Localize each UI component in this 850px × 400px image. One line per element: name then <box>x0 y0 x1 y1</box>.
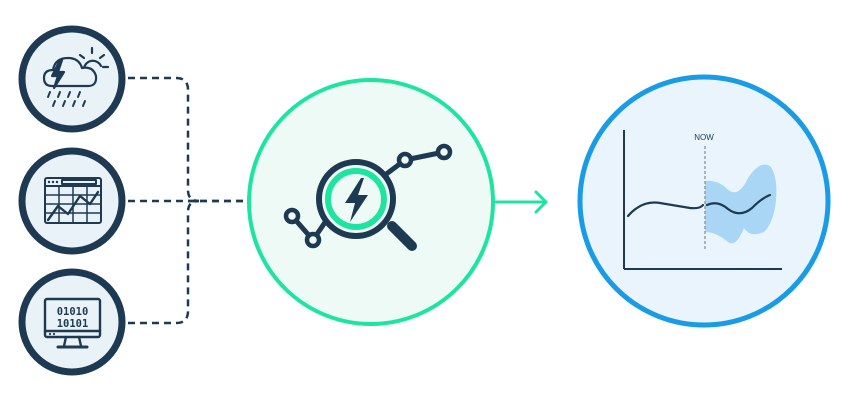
forecast-line <box>705 193 772 215</box>
connector-weather <box>128 76 200 203</box>
forecast-chart-icon <box>623 130 782 270</box>
input-spreadsheet <box>18 147 126 255</box>
binary-line-1: 01010 <box>57 306 89 318</box>
input-binary-data: 01010 10101 <box>18 268 126 376</box>
output-arrow <box>494 190 548 214</box>
spreadsheet-chart-icon <box>44 177 102 224</box>
input-binary-circle <box>18 268 126 376</box>
monitor-binary-icon <box>43 297 102 349</box>
input-weather <box>18 25 126 133</box>
now-label: NOW <box>694 133 714 142</box>
magnifier-lightning-icon <box>283 143 453 251</box>
forecast-confidence-band <box>705 164 777 244</box>
connector-binary <box>128 199 200 325</box>
analysis-engine <box>247 78 495 326</box>
weather-icon <box>42 46 110 107</box>
forecast-output: NOW <box>577 74 831 328</box>
binary-line-2: 10101 <box>57 318 89 330</box>
output-circle <box>577 74 831 328</box>
input-spreadsheet-circle <box>18 147 126 255</box>
history-line <box>626 201 705 218</box>
